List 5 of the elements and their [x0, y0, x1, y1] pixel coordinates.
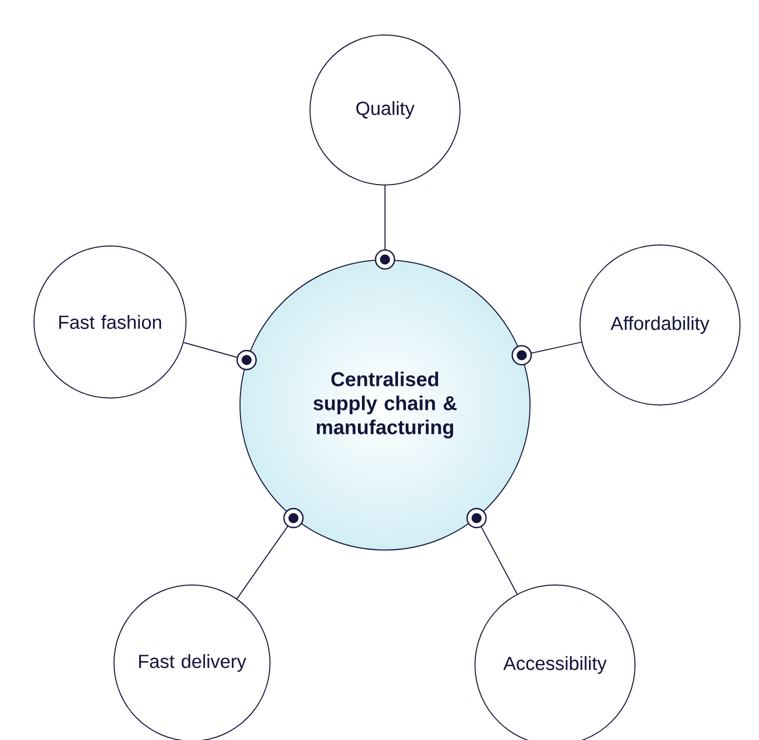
connector	[183, 342, 257, 370]
connector	[236, 508, 304, 600]
connector	[512, 342, 582, 366]
connector	[466, 508, 518, 594]
connector	[374, 185, 396, 270]
